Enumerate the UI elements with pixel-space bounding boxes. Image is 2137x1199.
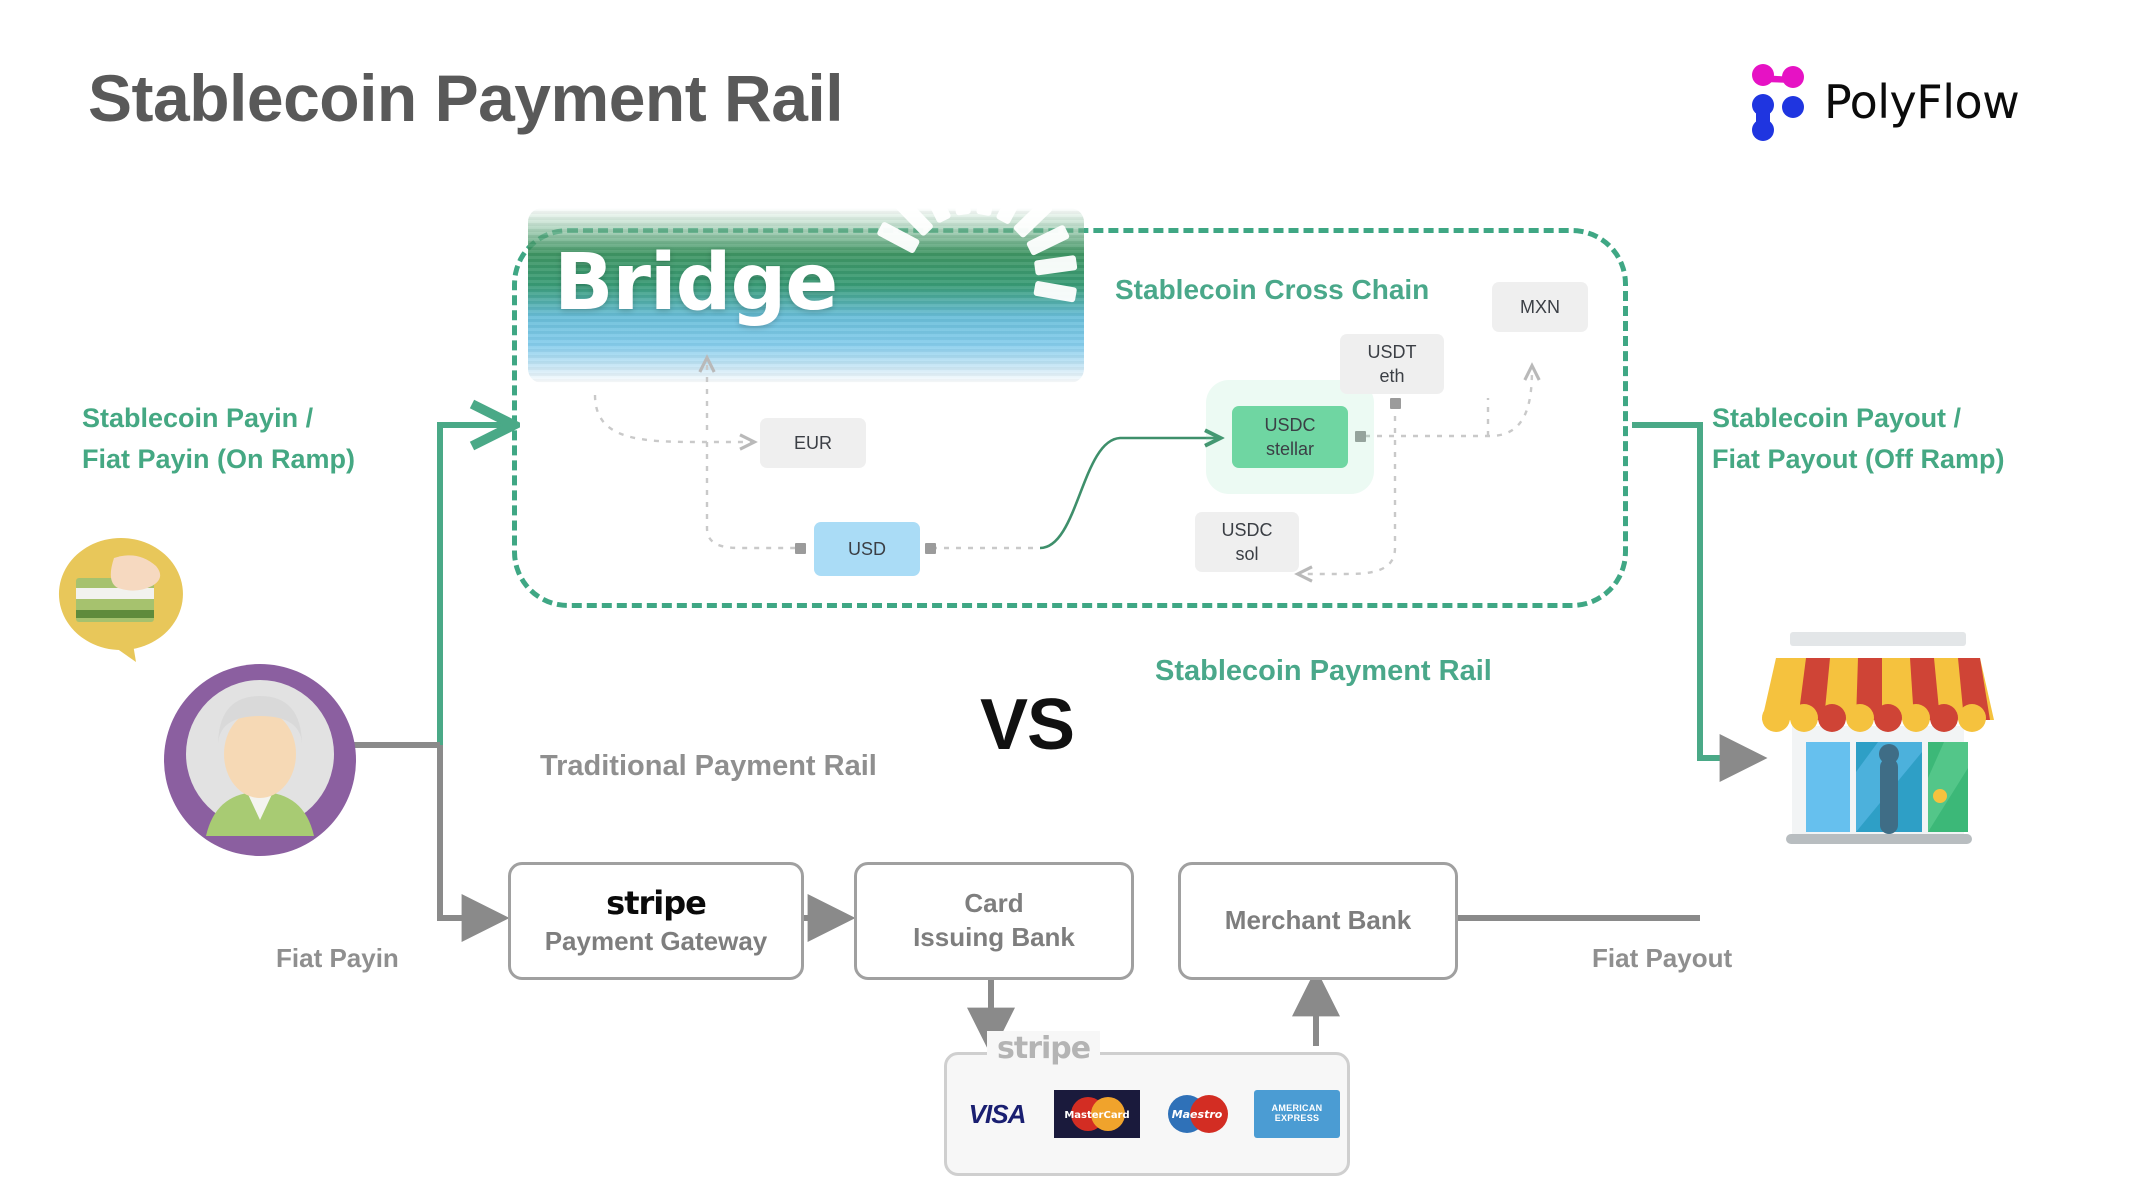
box-payment-gateway[interactable]: stripe Payment Gateway <box>508 862 804 980</box>
node-usdc-stellar-line1: USDC <box>1264 414 1316 435</box>
amex-logo-icon: AMERICAN EXPRESS <box>1254 1090 1340 1138</box>
box-card-issuing-bank[interactable]: Card Issuing Bank <box>854 862 1134 980</box>
amex-text: AMERICAN EXPRESS <box>1271 1103 1323 1123</box>
bridge-banner-image: Bridge <box>528 208 1084 383</box>
node-usd-line1: USD <box>847 538 886 559</box>
label-stablecoin-payin: Stablecoin Payin / Fiat Payin (On Ramp) <box>82 398 462 480</box>
wire-handle <box>1390 398 1401 409</box>
label-traditional-payment-rail: Traditional Payment Rail <box>540 750 877 782</box>
merchant-bank-label: Merchant Bank <box>1224 905 1412 936</box>
label-versus: VS <box>980 685 1075 765</box>
card-badge-stripe-label: stripe <box>987 1031 1101 1066</box>
svg-text:MasterCard: MasterCard <box>1064 1110 1129 1121</box>
payin-line-1: Stablecoin Payin / <box>82 403 314 433</box>
node-usdt-eth-line1: USDT <box>1367 341 1417 362</box>
node-mxn[interactable]: MXN <box>1492 282 1588 332</box>
node-usdc-sol-line1: USDC <box>1221 519 1273 540</box>
bridge-ring-icon <box>860 208 1078 382</box>
payout-line-2: Fiat Payout (Off Ramp) <box>1712 444 2005 475</box>
payout-line-1: Stablecoin Payout / <box>1712 403 1962 433</box>
payin-line-2: Fiat Payin (On Ramp) <box>82 444 356 475</box>
label-cross-chain: Stablecoin Cross Chain <box>1115 274 1430 305</box>
node-usdt-eth-line2: eth <box>1379 366 1405 386</box>
visa-text: VISA <box>968 1098 1027 1129</box>
brand-name: PolyFlow <box>1824 75 2020 129</box>
card-networks-badge: stripe VISA MasterCard Maestro AMERICAN … <box>944 1031 1350 1176</box>
node-usdc-sol[interactable]: USDC sol <box>1195 512 1299 572</box>
wire-handle <box>795 543 806 554</box>
visa-logo-icon: VISA <box>954 1090 1040 1138</box>
brand-logo: PolyFlow <box>1750 62 2070 142</box>
card-bank-line-2: Issuing Bank <box>913 922 1075 952</box>
maestro-logo-icon: Maestro <box>1154 1090 1240 1138</box>
customer-avatar-icon <box>160 660 360 860</box>
node-usdc-stellar[interactable]: USDC stellar <box>1232 406 1348 468</box>
payment-gateway-label: Payment Gateway <box>544 925 768 956</box>
label-stablecoin-payout: Stablecoin Payout / Fiat Payout (Off Ram… <box>1712 398 2112 480</box>
node-usdc-stellar-line2: stellar <box>1265 439 1314 459</box>
wire-handle <box>925 543 936 554</box>
node-mxn-line1: MXN <box>1520 296 1560 317</box>
polyflow-mark-icon <box>1750 63 1806 141</box>
page-title: Stablecoin Payment Rail <box>88 61 844 135</box>
wire-handle <box>1355 431 1366 442</box>
bridge-label: Bridge <box>554 238 838 328</box>
stripe-logo: stripe <box>606 884 707 923</box>
card-payment-bubble-icon <box>52 534 190 666</box>
node-eur-line1: EUR <box>793 432 832 453</box>
label-fiat-payout: Fiat Payout <box>1592 943 1733 973</box>
mastercard-logo-icon: MasterCard <box>1054 1090 1140 1138</box>
node-usdc-sol-line2: sol <box>1235 544 1259 564</box>
node-eur[interactable]: EUR <box>760 418 866 468</box>
box-merchant-bank[interactable]: Merchant Bank <box>1178 862 1458 980</box>
node-usd[interactable]: USD <box>814 522 920 576</box>
label-stablecoin-payment-rail: Stablecoin Payment Rail <box>1155 655 1492 687</box>
storefront-icon <box>1758 618 1998 858</box>
card-bank-line-1: Card <box>964 888 1024 919</box>
node-usdt-eth[interactable]: USDT eth <box>1340 334 1444 394</box>
svg-text:Maestro: Maestro <box>1172 1108 1223 1121</box>
label-fiat-payin: Fiat Payin <box>276 943 399 973</box>
